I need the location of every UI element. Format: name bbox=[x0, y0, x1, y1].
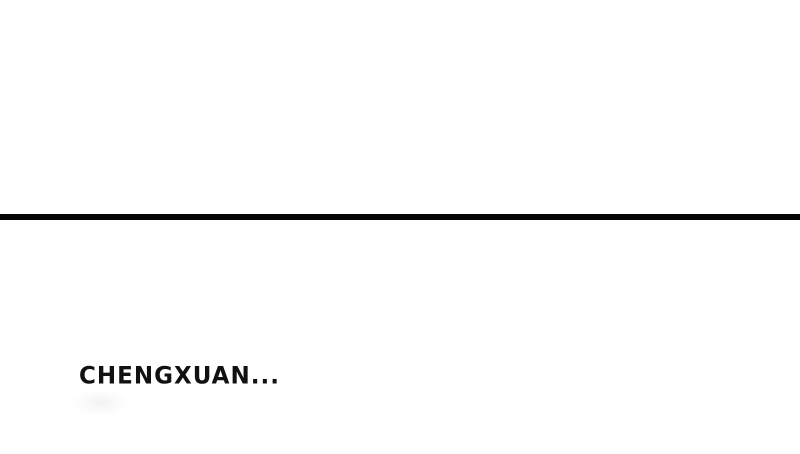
panel-divider-line bbox=[0, 214, 800, 220]
background-smudge bbox=[70, 390, 130, 416]
narration-caption: CHENGXUAN... bbox=[79, 362, 280, 390]
